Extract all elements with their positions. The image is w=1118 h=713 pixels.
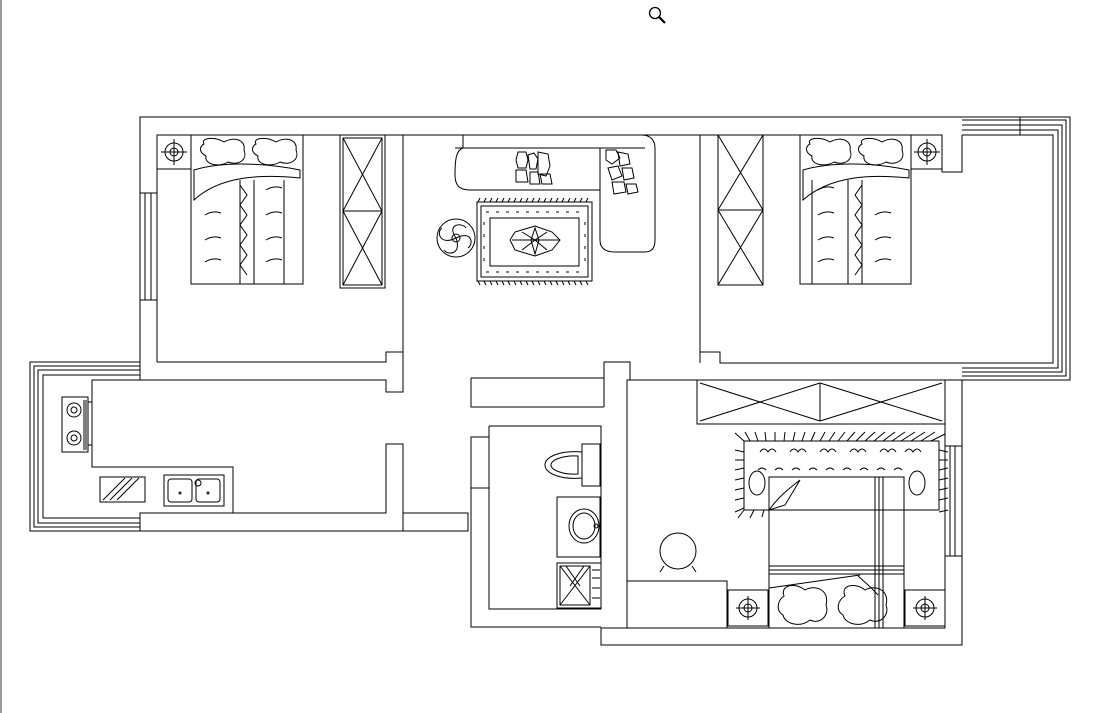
double-bed-icon	[769, 477, 904, 628]
washbasin-icon	[557, 497, 600, 557]
exterior-walls	[140, 117, 1070, 392]
kitchen-counter-icon	[100, 477, 145, 502]
round-table-icon	[660, 533, 696, 572]
nightstand-lamp-icon	[905, 590, 945, 626]
wardrobe-icon	[718, 135, 763, 285]
viewer-frame-edge	[0, 0, 2, 713]
rug-icon	[735, 432, 948, 518]
sink-icon	[164, 475, 224, 506]
kitchen-walls	[30, 362, 468, 531]
stove-icon	[62, 397, 92, 452]
plant-icon	[437, 219, 475, 257]
master-bedroom-walls	[627, 380, 962, 628]
shower-icon	[557, 563, 601, 608]
double-bed-icon	[157, 135, 303, 284]
rug-icon	[477, 198, 592, 285]
double-bed-icon	[800, 135, 942, 284]
sofa-icon	[455, 135, 655, 252]
nightstand-lamp-icon	[728, 590, 768, 626]
toilet-icon	[545, 444, 600, 486]
left-bedroom-furniture	[340, 135, 385, 288]
magnifier-zoom-icon[interactable]	[646, 4, 668, 26]
